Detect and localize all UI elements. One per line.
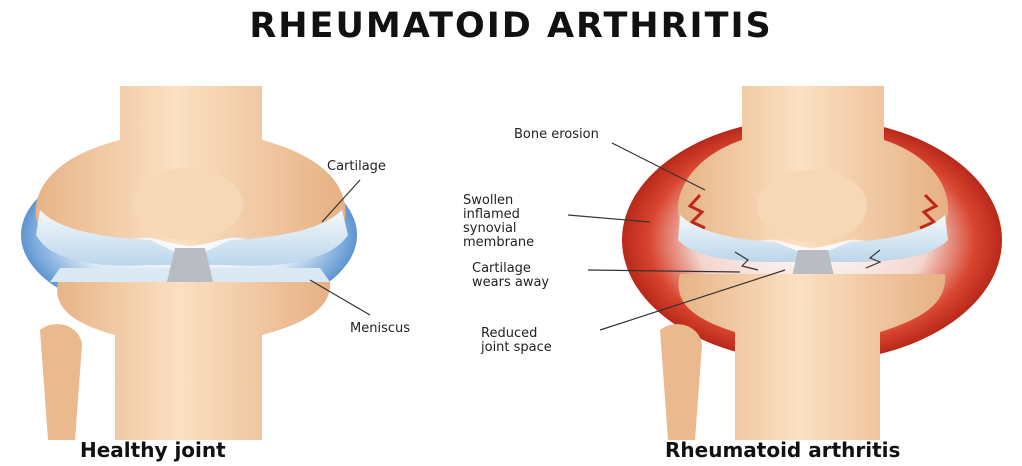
caption-rheumatoid-arthritis: Rheumatoid arthritis <box>665 438 900 462</box>
label-reduced-joint-space: Reduced joint space <box>481 327 552 355</box>
healthy-femur-condyle <box>133 168 243 240</box>
healthy-tibia <box>57 282 330 440</box>
arthritis-tibia <box>679 274 946 440</box>
healthy-fibula <box>40 324 82 440</box>
arthritis-joint-illustration <box>622 86 1002 440</box>
label-cartilage: Cartilage <box>327 160 386 174</box>
label-swollen-membrane: Swollen inflamed synovial membrane <box>463 194 534 250</box>
label-cartilage-wears-away: Cartilage wears away <box>472 262 549 290</box>
arthritis-femur-condyle <box>757 170 867 242</box>
caption-healthy-joint: Healthy joint <box>80 438 226 462</box>
arthritis-fibula <box>660 324 702 440</box>
healthy-joint-illustration <box>21 86 357 440</box>
label-meniscus: Meniscus <box>350 322 410 336</box>
label-bone-erosion: Bone erosion <box>514 128 599 142</box>
